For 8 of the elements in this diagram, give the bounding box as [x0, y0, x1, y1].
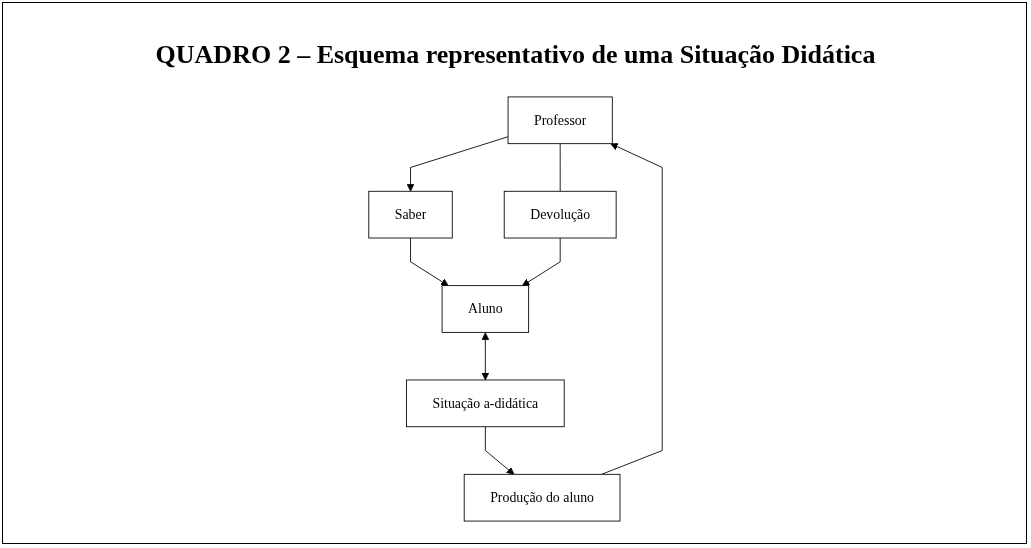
node-box: Devolução	[503, 190, 617, 239]
diagram-title: QUADRO 2 – Esquema representativo de uma Situação Didática	[154, 40, 877, 70]
node-box: Produção do aluno	[463, 473, 621, 522]
connector	[559, 143, 561, 192]
node-box: Aluno	[441, 285, 530, 333]
node-box: Saber	[368, 190, 453, 239]
node-box: Professor	[507, 96, 613, 145]
node-box: Situação a-didática	[406, 379, 565, 428]
